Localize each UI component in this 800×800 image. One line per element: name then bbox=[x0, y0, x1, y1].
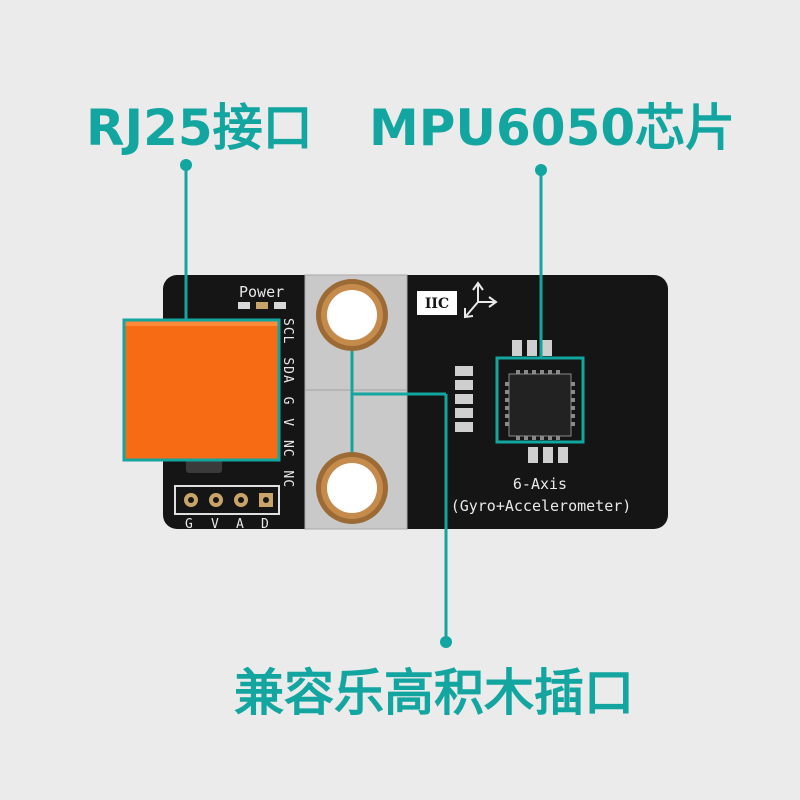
mpu6050-callout: MPU6050芯片 bbox=[369, 99, 736, 157]
header-label-a: A bbox=[236, 517, 244, 532]
pin-label-nc-1: NC bbox=[280, 440, 295, 458]
lego-leader bbox=[350, 351, 452, 648]
axis-title: 6-Axis bbox=[513, 475, 567, 493]
pin-label-scl: SCL bbox=[280, 318, 295, 344]
pin-label-g: G bbox=[280, 397, 295, 406]
iic-label: IIC bbox=[425, 296, 449, 312]
pin-header bbox=[174, 485, 280, 515]
smd-components bbox=[455, 340, 568, 463]
lego-hole-top bbox=[316, 279, 388, 351]
power-label: Power bbox=[239, 283, 284, 301]
header-label-d: D bbox=[261, 517, 269, 532]
header-label-g: G bbox=[185, 517, 193, 532]
mpu6050-chip bbox=[508, 373, 572, 437]
header-pads bbox=[184, 493, 273, 507]
pin-label-sda: SDA bbox=[280, 357, 295, 383]
svg-text:SCL SDA G V: SCL SDA G V NC NC bbox=[280, 318, 295, 488]
axis-subtitle: (Gyro+Accelerometer) bbox=[451, 497, 632, 515]
rj25-leader bbox=[180, 159, 192, 320]
mpu-leader bbox=[535, 164, 547, 358]
header-label-v: V bbox=[211, 517, 219, 532]
iic-badge bbox=[417, 291, 457, 315]
rj25-callout: RJ25接口 bbox=[86, 99, 313, 157]
pin-label-nc-2: NC bbox=[280, 470, 295, 488]
rj25-connector bbox=[124, 320, 279, 460]
chip-pins bbox=[505, 370, 575, 440]
pin-label-v: V bbox=[280, 418, 295, 427]
power-led bbox=[238, 302, 250, 309]
rj25-highlight-box bbox=[122, 318, 281, 462]
lego-hole-bottom bbox=[316, 452, 388, 524]
lego-callout: 兼容乐高积木插口 bbox=[234, 664, 634, 722]
axis-icon bbox=[464, 281, 498, 319]
